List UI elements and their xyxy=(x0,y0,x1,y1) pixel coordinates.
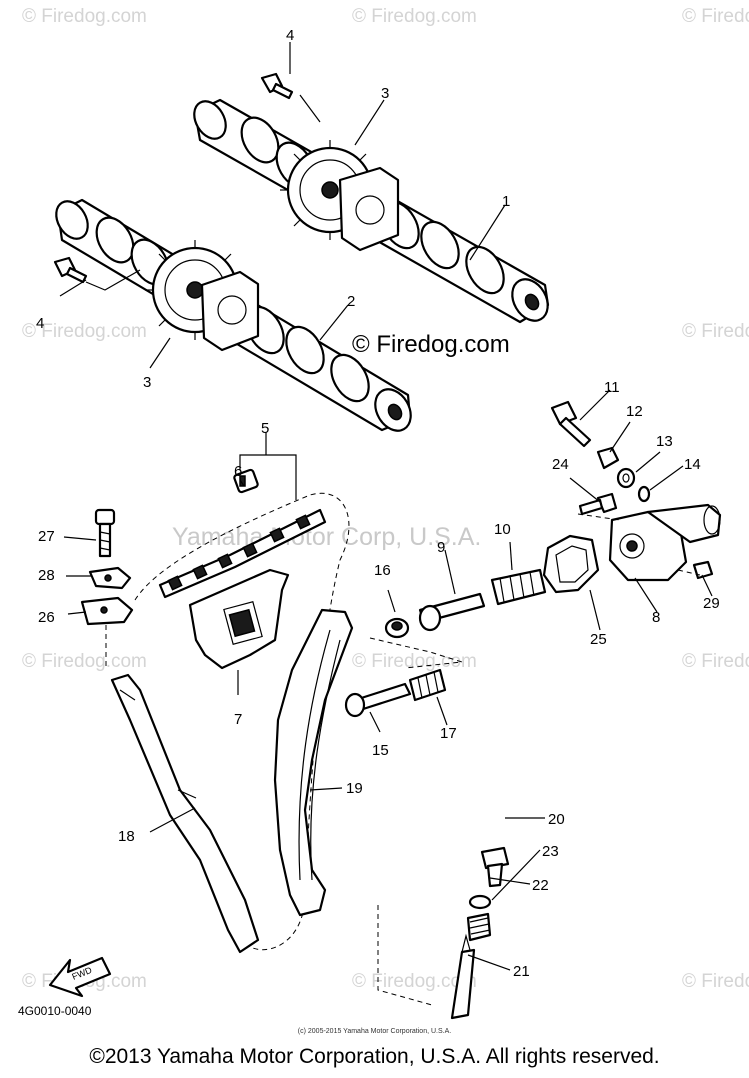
callout-12: 12 xyxy=(626,403,643,420)
callout-labels: 4 3 1 2 4 3 5 6 7 8 9 10 11 12 13 14 15 … xyxy=(36,27,720,980)
footer-copyright: ©2013 Yamaha Motor Corporation, U.S.A. A… xyxy=(89,1045,660,1068)
callout-10: 10 xyxy=(494,521,511,538)
tensioner-nut xyxy=(596,446,620,470)
tensioner-mount-bolt xyxy=(578,492,618,516)
callout-1: 1 xyxy=(502,193,510,210)
watermark: © Firedog.com xyxy=(352,651,477,672)
callout-3: 3 xyxy=(381,85,389,102)
watermark: © Firedog.com xyxy=(682,651,749,672)
callout-26: 26 xyxy=(38,609,55,626)
watermark: © Firedog.com xyxy=(682,6,749,27)
leader-line xyxy=(577,513,621,521)
tensioner-guide xyxy=(273,608,354,917)
callout-27: 27 xyxy=(38,528,55,545)
watermark: © Firedog.com xyxy=(682,971,749,992)
site-label: © Firedog.com xyxy=(352,331,510,358)
callout-20: 20 xyxy=(548,811,565,828)
pushrod-spring xyxy=(408,668,447,702)
master-link xyxy=(233,468,259,494)
callout-8: 8 xyxy=(652,609,660,626)
spring xyxy=(466,912,492,942)
callout-19: 19 xyxy=(346,780,363,797)
leader-line xyxy=(677,569,701,576)
diagram-code: 4G0010-0040 xyxy=(18,1004,92,1018)
watermark: © Firedog.com xyxy=(352,971,477,992)
callout-2: 2 xyxy=(347,293,355,310)
guide-bolt xyxy=(94,508,116,558)
cam-chain-tensioner xyxy=(608,503,722,582)
gasket-washer xyxy=(468,894,492,910)
tensioner-spring xyxy=(490,568,547,606)
callout-6: 6 xyxy=(234,463,242,480)
tensioner-rod xyxy=(418,592,486,632)
callout-21: 21 xyxy=(513,963,530,980)
fwd-arrow-icon: FWD xyxy=(48,956,112,998)
guide-stopper xyxy=(80,596,134,626)
callout-11: 11 xyxy=(604,379,620,396)
callout-9: 9 xyxy=(437,539,445,556)
watermark: © Firedog.com xyxy=(352,6,477,27)
tensioner-cap-bolt xyxy=(550,400,592,448)
callout-18: 18 xyxy=(118,828,135,845)
callout-25: 25 xyxy=(590,631,607,648)
camshaft-upper xyxy=(193,98,550,324)
leader-line xyxy=(369,637,463,669)
callout-13: 13 xyxy=(656,433,673,450)
callout-leaders xyxy=(59,42,713,971)
callout-14: 14 xyxy=(684,456,701,473)
plug-bolt xyxy=(480,846,510,888)
lock-washer xyxy=(88,566,132,590)
callout-4: 4 xyxy=(286,27,294,44)
small-copyright: (c) 2005-2015 Yamaha Motor Corporation, … xyxy=(297,1028,452,1035)
callout-24: 24 xyxy=(552,456,569,473)
watermark-center: Yamaha Motor Corp, U.S.A. xyxy=(172,523,481,551)
callout-29: 29 xyxy=(703,595,720,612)
callout-5: 5 xyxy=(261,420,269,437)
o-ring xyxy=(637,485,651,503)
tensioner-gasket xyxy=(542,534,600,594)
watermark: © Firedog.com xyxy=(22,651,147,672)
pushrod xyxy=(344,682,412,718)
callout-17: 17 xyxy=(440,725,457,742)
leader-line xyxy=(299,94,321,123)
callout-15: 15 xyxy=(372,742,389,759)
camshaft-lower xyxy=(55,198,412,432)
timing-chain xyxy=(134,492,350,951)
rod-collar xyxy=(384,617,410,639)
watermark: © Firedog.com xyxy=(22,6,147,27)
callout-28: 28 xyxy=(38,567,55,584)
callout-23: 23 xyxy=(542,843,559,860)
watermark: © Firedog.com xyxy=(682,321,749,342)
leader-line xyxy=(85,269,141,291)
chain-guide-top xyxy=(188,568,290,670)
callout-3: 3 xyxy=(143,374,151,391)
callout-7: 7 xyxy=(234,711,242,728)
sprocket-bolt-upper xyxy=(260,72,294,100)
callout-22: 22 xyxy=(532,877,549,894)
callout-4: 4 xyxy=(36,315,44,332)
sprocket-bolt-lower xyxy=(53,256,88,284)
washer xyxy=(616,467,636,489)
watermark: © Firedog.com xyxy=(22,321,147,342)
callout-16: 16 xyxy=(374,562,391,579)
push-rod-long xyxy=(450,933,476,1020)
leader-line xyxy=(377,905,433,1006)
tensioner-nut-rear xyxy=(692,560,714,580)
